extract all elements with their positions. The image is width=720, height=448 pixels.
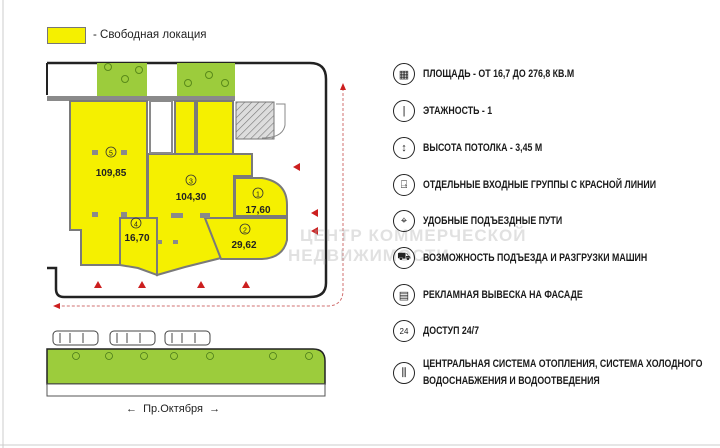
green-area bbox=[177, 63, 235, 98]
entrance-marker bbox=[242, 281, 250, 288]
feature-unloading: ⛟ ВОЗМОЖНОСТЬ ПОДЪЕЗДА И РАЗГРУЗКИ МАШИН bbox=[393, 247, 703, 269]
room-area: 109,85 bbox=[96, 168, 127, 179]
floor-count-icon: | bbox=[393, 100, 415, 122]
entrance-marker bbox=[138, 281, 146, 288]
floor-plan-icon: ▦ bbox=[393, 63, 415, 85]
entrance-marker bbox=[311, 227, 318, 235]
room-area: 104,30 bbox=[176, 192, 207, 203]
car-icon bbox=[164, 330, 211, 346]
feature-text: ЭТАЖНОСТЬ - 1 bbox=[423, 104, 493, 117]
feature-text: ВОЗМОЖНОСТЬ ПОДЪЕЗДА И РАЗГРУЗКИ МАШИН bbox=[423, 251, 648, 264]
feature-area: ▦ ПЛОЩАДЬ - ОТ 16,7 ДО 276,8 КВ.М bbox=[393, 63, 612, 85]
street-name: Пр.Октября bbox=[143, 403, 203, 415]
feature-access: ⌖ УДОБНЫЕ ПОДЪЕЗДНЫЕ ПУТИ bbox=[393, 210, 597, 232]
feature-access-hours: 24 ДОСТУП 24/7 bbox=[393, 320, 493, 342]
legend-label: - Свободная локация bbox=[93, 29, 207, 41]
entrance-marker bbox=[197, 281, 205, 288]
arrow-left-icon: ← bbox=[126, 403, 137, 415]
parked-cars bbox=[52, 330, 211, 346]
feature-floors: | ЭТАЖНОСТЬ - 1 bbox=[393, 100, 509, 122]
ceiling-height-icon: ↕ bbox=[393, 137, 415, 159]
car-icon bbox=[52, 330, 99, 346]
green-strip bbox=[46, 348, 326, 385]
room-4 bbox=[119, 217, 158, 277]
room-number: 2 bbox=[243, 228, 247, 235]
entrance-door-icon: ⍈ bbox=[393, 174, 415, 196]
feature-text: ОТДЕЛЬНЫЕ ВХОДНЫЕ ГРУППЫ С КРАСНОЙ ЛИНИИ bbox=[423, 178, 657, 191]
route-pin-icon: ⌖ bbox=[393, 210, 415, 232]
room-area: 16,70 bbox=[124, 233, 149, 244]
entrance-marker bbox=[293, 163, 300, 171]
feature-ceiling: ↕ ВЫСОТА ПОТОЛКА - 3,45 М bbox=[393, 137, 572, 159]
signboard-icon: ▤ bbox=[393, 284, 415, 306]
feature-text-line1: ЦЕНТРАЛЬНАЯ СИСТЕМА ОТОПЛЕНИЯ, СИСТЕМА Х… bbox=[423, 358, 703, 370]
car-icon bbox=[109, 330, 156, 346]
room-number: 4 bbox=[134, 222, 138, 229]
feature-text: ВЫСОТА ПОТОЛКА - 3,45 М bbox=[423, 141, 543, 154]
arrow-right-icon: → bbox=[209, 403, 221, 415]
room-3-annex bbox=[174, 100, 196, 155]
room-3-annex bbox=[196, 100, 234, 155]
access-route bbox=[58, 88, 344, 307]
wall bbox=[47, 96, 235, 101]
entrance-marker bbox=[94, 281, 102, 288]
room-number: 5 bbox=[109, 151, 113, 158]
room-area: 29,62 bbox=[231, 240, 256, 251]
room-number: 3 bbox=[189, 179, 193, 186]
room-2 bbox=[203, 217, 288, 260]
stair-block bbox=[235, 101, 275, 140]
legend-swatch bbox=[47, 27, 86, 44]
feature-entrance: ⍈ ОТДЕЛЬНЫЕ ВХОДНЫЕ ГРУППЫ С КРАСНОЙ ЛИН… bbox=[393, 174, 714, 196]
clock-24-7-icon: 24 bbox=[393, 320, 415, 342]
feature-text: УДОБНЫЕ ПОДЪЕЗДНЫЕ ПУТИ bbox=[423, 214, 563, 227]
feature-text: ПЛОЩАДЬ - ОТ 16,7 ДО 276,8 КВ.М bbox=[423, 67, 575, 80]
truck-unloading-icon: ⛟ bbox=[393, 247, 415, 269]
street-label: ← Пр.Октября → bbox=[126, 403, 220, 415]
sidewalk bbox=[46, 383, 326, 397]
feature-text-line2: ВОДОСНАБЖЕНИЯ И ВОДООТВЕДЕНИЯ bbox=[423, 375, 600, 387]
watermark: ЦЕНТР КОММЕРЧЕСКОЙ bbox=[300, 226, 527, 245]
site-boundary bbox=[47, 61, 328, 299]
feature-text: РЕКЛАМНАЯ ВЫВЕСКА НА ФАСАДЕ bbox=[423, 288, 583, 301]
feature-text: ЦЕНТРАЛЬНАЯ СИСТЕМА ОТОПЛЕНИЯ, СИСТЕМА Х… bbox=[423, 356, 702, 390]
feature-utilities: ⫼ ЦЕНТРАЛЬНАЯ СИСТЕМА ОТОПЛЕНИЯ, СИСТЕМА… bbox=[393, 356, 720, 390]
room-area: 17,60 bbox=[245, 205, 270, 216]
feature-text: ДОСТУП 24/7 bbox=[423, 324, 479, 337]
radiator-icon: ⫼ bbox=[393, 362, 415, 384]
feature-signboard: ▤ РЕКЛАМНАЯ ВЫВЕСКА НА ФАСАДЕ bbox=[393, 284, 623, 306]
entrance-marker bbox=[311, 209, 318, 217]
room-number: 1 bbox=[256, 192, 260, 199]
